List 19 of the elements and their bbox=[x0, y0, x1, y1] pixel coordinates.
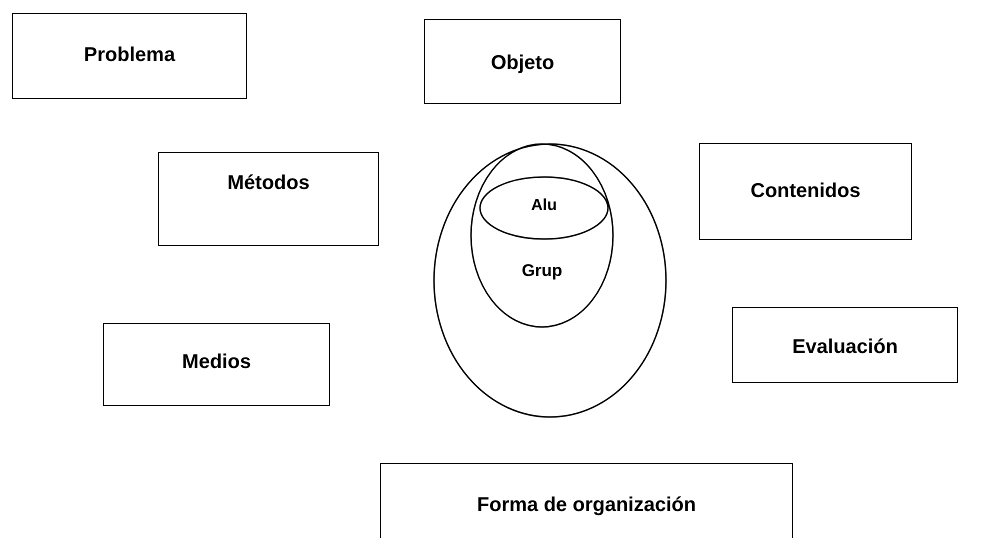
concept-label: Métodos bbox=[227, 172, 310, 195]
concept-box bbox=[732, 307, 958, 383]
concept-box bbox=[103, 323, 330, 406]
concept-label: Objeto bbox=[490, 52, 554, 75]
concept-label: Alu bbox=[531, 197, 557, 215]
concept-box bbox=[12, 13, 247, 99]
concept-label: Grup bbox=[522, 261, 562, 281]
concept-ellipse bbox=[479, 176, 609, 240]
concept-label: Evaluación bbox=[792, 336, 898, 359]
concept-label: Forma de organización bbox=[477, 494, 696, 517]
concept-box bbox=[424, 19, 621, 104]
concept-label: Contenidos bbox=[750, 180, 860, 203]
concept-ellipse bbox=[433, 143, 667, 418]
concept-label: Medios bbox=[182, 351, 251, 374]
concept-label: Problema bbox=[84, 44, 176, 67]
concept-box bbox=[699, 143, 912, 240]
concept-ellipse bbox=[470, 143, 614, 328]
concept-box bbox=[380, 463, 793, 538]
concept-box bbox=[158, 152, 379, 246]
